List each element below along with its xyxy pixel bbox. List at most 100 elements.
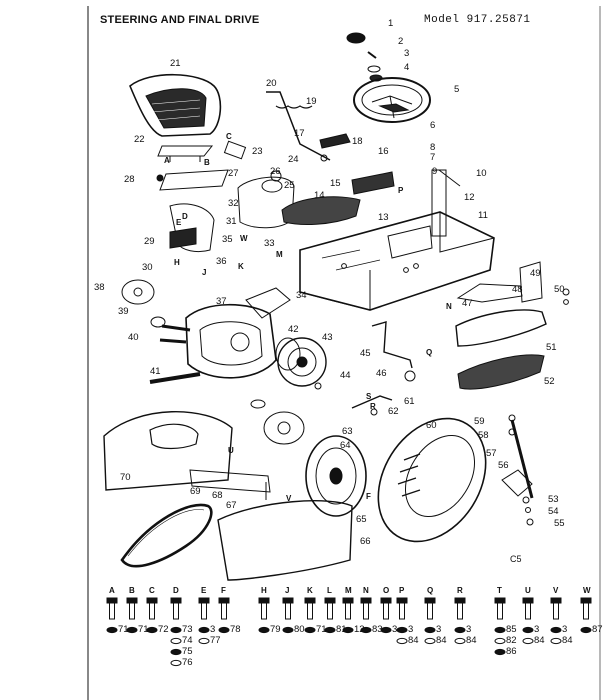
- callout-68: 68: [212, 490, 223, 501]
- callout-38: 38: [94, 282, 105, 293]
- callout-54: 54: [548, 506, 559, 517]
- bolt-part-c-72: 72: [158, 624, 169, 635]
- bolt-shaft-b: [129, 602, 135, 620]
- page-code: C5: [510, 554, 522, 564]
- callout-63: 63: [342, 426, 353, 437]
- bolt-shaft-k: [307, 602, 313, 620]
- bolt-shaft-q: [427, 602, 433, 620]
- callout-42: 42: [288, 324, 299, 335]
- callout-23: 23: [252, 146, 263, 157]
- callout-44: 44: [340, 370, 351, 381]
- callout-22: 22: [134, 134, 145, 145]
- transaxle: [149, 287, 291, 384]
- washer-l-81: [324, 626, 336, 634]
- diagram-letter-n-10: N: [446, 302, 452, 311]
- bolt-head-e: [198, 597, 210, 604]
- callout-8: 8: [430, 142, 436, 153]
- bolt-letter-j: J: [285, 586, 290, 595]
- washer-o-3: [380, 626, 392, 634]
- washer-h-79: [258, 626, 270, 634]
- bolt-part-t-85: 85: [506, 624, 517, 635]
- callout-4: 4: [404, 62, 410, 73]
- bolt-shaft-v: [553, 602, 559, 620]
- callout-57: 57: [486, 448, 497, 459]
- washer-t-86: [494, 648, 506, 656]
- callout-9: 9: [432, 166, 438, 177]
- washer-p-84: [396, 637, 408, 645]
- panel-66: [217, 500, 353, 581]
- callout-49: 49: [530, 268, 541, 279]
- bolt-part-r-3: 3: [466, 624, 472, 635]
- callout-60: 60: [426, 420, 437, 431]
- callout-25: 25: [284, 180, 295, 191]
- bolt-letter-q: Q: [427, 586, 434, 595]
- rear-fender: [103, 410, 233, 491]
- bolt-letter-t: T: [497, 586, 502, 595]
- callout-50: 50: [554, 284, 565, 295]
- bolt-part-d-75: 75: [182, 646, 193, 657]
- callout-41: 41: [150, 366, 161, 377]
- callout-39: 39: [118, 306, 129, 317]
- bolt-shaft-p: [399, 602, 405, 620]
- fender-bracket: [189, 469, 271, 500]
- bolt-letter-m: M: [345, 586, 352, 595]
- bolt-head-m: [342, 597, 354, 604]
- callout-30: 30: [142, 262, 153, 273]
- hub-and-pulley: [121, 279, 305, 445]
- diagram-title: STEERING AND FINAL DRIVE: [100, 14, 260, 26]
- callout-13: 13: [378, 212, 389, 223]
- bolt-head-d: [170, 597, 182, 604]
- washer-r-3: [454, 626, 466, 634]
- washer-r-84: [454, 637, 466, 645]
- bolt-head-f: [218, 597, 230, 604]
- bolt-shaft-h: [261, 602, 267, 620]
- callout-7: 7: [430, 152, 436, 163]
- callout-40: 40: [128, 332, 139, 343]
- bolt-part-r-84: 84: [466, 635, 477, 646]
- washer-e-3: [198, 626, 210, 634]
- diagram-letter-k-8: K: [238, 262, 244, 271]
- diagram-letter-u-15: U: [228, 446, 234, 455]
- spindle-parts: [501, 414, 534, 526]
- diagram-letter-b-1: B: [204, 158, 210, 167]
- washer-f-78: [218, 626, 230, 634]
- washer-v-84: [550, 637, 562, 645]
- bolt-letter-v: V: [553, 586, 559, 595]
- front-tire: [377, 417, 487, 543]
- bolt-part-t-82: 82: [506, 635, 517, 646]
- callout-15: 15: [330, 178, 341, 189]
- diagram-letter-s-14: S: [366, 392, 372, 401]
- bolt-part-n-83: 83: [372, 624, 383, 635]
- bolt-part-d-74: 74: [182, 635, 193, 646]
- bolt-part-p-84: 84: [408, 635, 419, 646]
- callout-70: 70: [120, 472, 131, 483]
- callout-3: 3: [404, 48, 410, 59]
- washer-q-3: [424, 626, 436, 634]
- bolt-letter-p: P: [399, 586, 405, 595]
- bolt-part-d-73: 73: [182, 624, 193, 635]
- bolt-part-v-3: 3: [562, 624, 568, 635]
- diagram-letter-h-6: H: [174, 258, 180, 267]
- seat-bracket-parts: [156, 145, 229, 253]
- bolt-part-e-77: 77: [210, 635, 221, 646]
- diagram-letter-a-0: A: [164, 156, 170, 165]
- bolt-head-v: [550, 597, 562, 604]
- diagram-letter-r-13: R: [370, 402, 376, 411]
- callout-19: 19: [306, 96, 317, 107]
- bolt-part-q-3: 3: [436, 624, 442, 635]
- seat: [129, 73, 222, 137]
- callout-17: 17: [294, 128, 305, 139]
- callout-51: 51: [546, 342, 557, 353]
- callout-11: 11: [478, 210, 488, 221]
- bolt-part-b-71: 71: [138, 624, 149, 635]
- hardware-bolt-row: [106, 597, 592, 667]
- bolt-letter-k: K: [307, 586, 313, 595]
- bolt-letter-l: L: [327, 586, 332, 595]
- diagram-letter-e-3: E: [176, 218, 182, 227]
- diagram-letter-c-2: C: [226, 132, 232, 141]
- steering-arm: [351, 321, 416, 416]
- washer-p-3: [396, 626, 408, 634]
- callout-52: 52: [544, 376, 555, 387]
- bolt-part-t-86: 86: [506, 646, 517, 657]
